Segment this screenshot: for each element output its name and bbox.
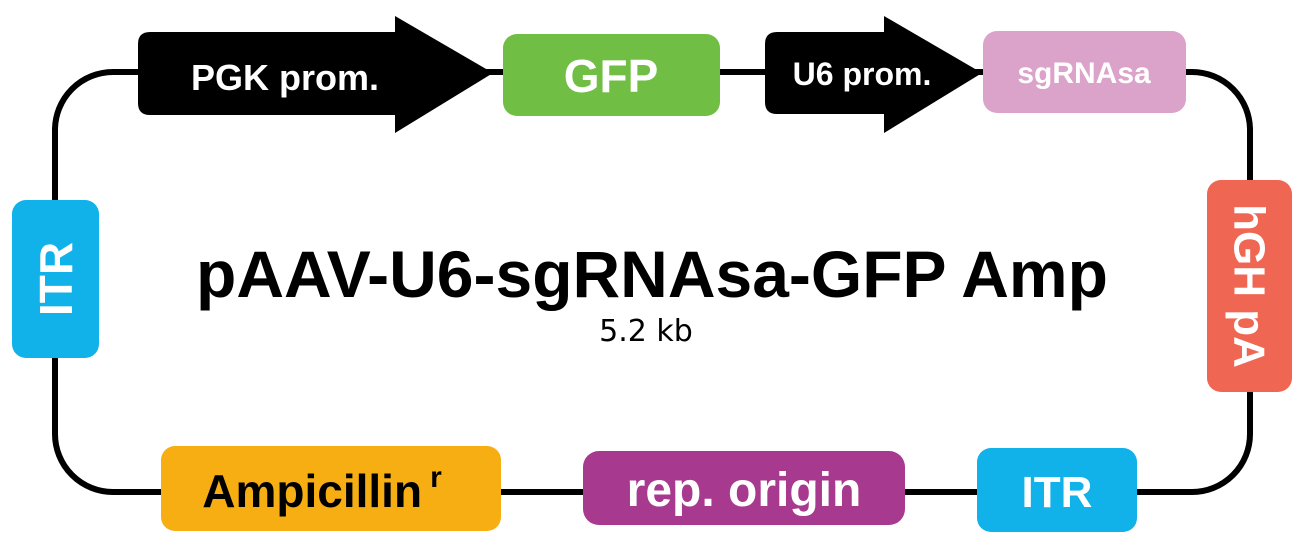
hgh-pa-label: hGH pA [1225, 204, 1274, 368]
pgk-promoter-arrow: PGK prom. [138, 16, 493, 133]
plasmid-name: pAAV-U6-sgRNAsa-GFP Amp [196, 237, 1108, 311]
itr-right-label: ITR [1022, 468, 1093, 517]
rep-origin-box [583, 451, 905, 525]
sgrnasa-label: sgRNAsa [1017, 57, 1151, 90]
pgk-promoter-label: PGK prom. [191, 57, 379, 98]
plasmid-size: 5.2 kb [599, 314, 693, 349]
gfp-box [503, 34, 720, 116]
hgh-pa-element: hGH pA [1207, 180, 1292, 392]
sgrnasa-element: sgRNAsa [983, 31, 1186, 113]
u6-promoter-label: U6 prom. [793, 56, 932, 92]
ampicillin-box [161, 446, 501, 531]
ampicillin-text: Ampicillin [202, 465, 422, 517]
gfp-label: GFP [564, 50, 659, 102]
itr-left-element: ITR [12, 200, 99, 358]
hgh-pa-box [1207, 180, 1292, 392]
itr-right-box [977, 448, 1137, 532]
itr-right-element: ITR [977, 448, 1137, 532]
rep-origin-label: rep. origin [627, 464, 862, 517]
itr-left-box [12, 200, 99, 358]
itr-left-label: ITR [30, 242, 82, 316]
u6-promoter-arrow: U6 prom. [765, 16, 982, 133]
u6-promoter-shape [765, 16, 982, 133]
sgrnasa-box [983, 31, 1186, 113]
ampicillin-superscript: r [430, 461, 442, 494]
rep-origin-element: rep. origin [583, 451, 905, 525]
gfp-element: GFP [503, 34, 720, 116]
pgk-promoter-shape [138, 16, 493, 133]
